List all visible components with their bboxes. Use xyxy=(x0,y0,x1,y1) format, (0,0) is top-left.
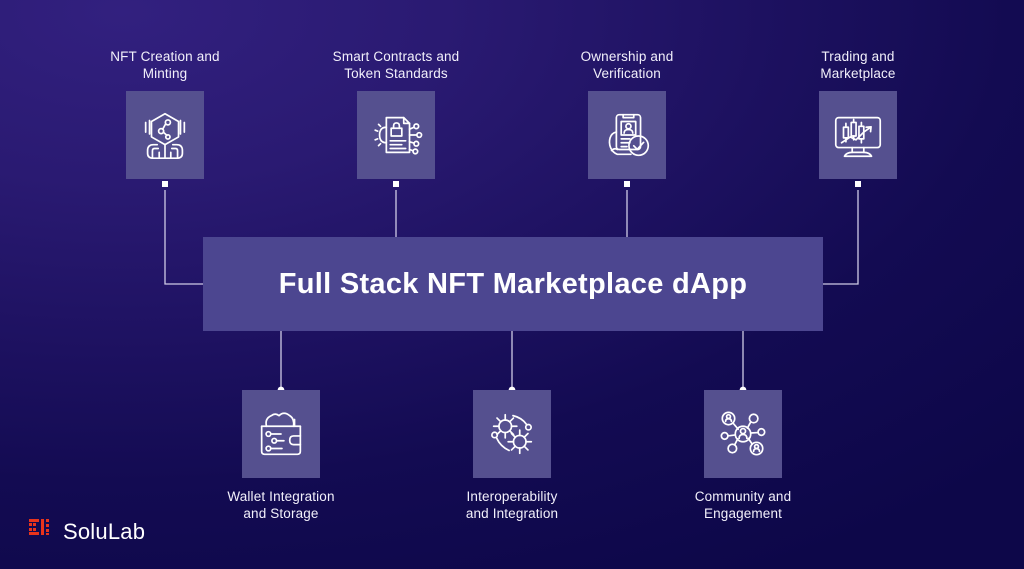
icon-tile-wallet-integration[interactable] xyxy=(242,390,320,478)
page-title: Full Stack NFT Marketplace dApp xyxy=(278,267,748,300)
node-smart-contracts[interactable]: Smart Contracts and Token Standards xyxy=(301,48,491,179)
node-wallet-integration[interactable]: Wallet Integration and Storage xyxy=(186,390,376,522)
wallet-cloud-circuit-icon xyxy=(252,405,310,463)
connector-top-4 xyxy=(823,190,859,285)
connector-arrow-top-4 xyxy=(855,181,861,187)
hand-phone-verified-icon xyxy=(598,106,656,164)
node-community-engagement[interactable]: Community and Engagement xyxy=(648,390,838,522)
connector-arrow-top-3 xyxy=(624,181,630,187)
central-banner: Full Stack NFT Marketplace dApp xyxy=(203,237,823,331)
people-network-icon xyxy=(714,405,772,463)
icon-tile-trading-marketplace[interactable] xyxy=(819,91,897,179)
connector-top-1 xyxy=(164,190,203,285)
node-nft-creation[interactable]: NFT Creation and Minting xyxy=(70,48,260,179)
node-interoperability[interactable]: Interoperability and Integration xyxy=(417,390,607,522)
node-label-interoperability: Interoperability and Integration xyxy=(465,489,559,521)
contract-lock-gear-icon xyxy=(367,106,425,164)
icon-tile-ownership-verification[interactable] xyxy=(588,91,666,179)
icon-tile-community-engagement[interactable] xyxy=(704,390,782,478)
icon-tile-interoperability[interactable] xyxy=(473,390,551,478)
node-label-trading-marketplace: Trading and Marketplace xyxy=(820,49,896,81)
node-label-smart-contracts: Smart Contracts and Token Standards xyxy=(332,49,460,81)
node-ownership-verification[interactable]: Ownership and Verification xyxy=(532,48,722,179)
monitor-candlestick-chart-icon xyxy=(829,106,887,164)
node-label-nft-creation: NFT Creation and Minting xyxy=(110,49,220,81)
nft-hexagon-circuit-icon xyxy=(136,106,194,164)
node-label-wallet-integration: Wallet Integration and Storage xyxy=(227,489,335,521)
icon-tile-smart-contracts[interactable] xyxy=(357,91,435,179)
icon-tile-nft-creation[interactable] xyxy=(126,91,204,179)
node-label-community-engagement: Community and Engagement xyxy=(694,489,792,521)
solulab-pixel-mark-icon xyxy=(29,519,49,535)
solulab-logo-text: SoluLab xyxy=(63,519,146,544)
node-label-ownership-verification: Ownership and Verification xyxy=(580,49,674,81)
connector-arrow-top-2 xyxy=(393,181,399,187)
gears-network-icon xyxy=(483,405,541,463)
solulab-logo[interactable]: SoluLab xyxy=(29,519,145,545)
connector-arrow-top-1 xyxy=(162,181,168,187)
node-trading-marketplace[interactable]: Trading and Marketplace xyxy=(763,48,953,179)
